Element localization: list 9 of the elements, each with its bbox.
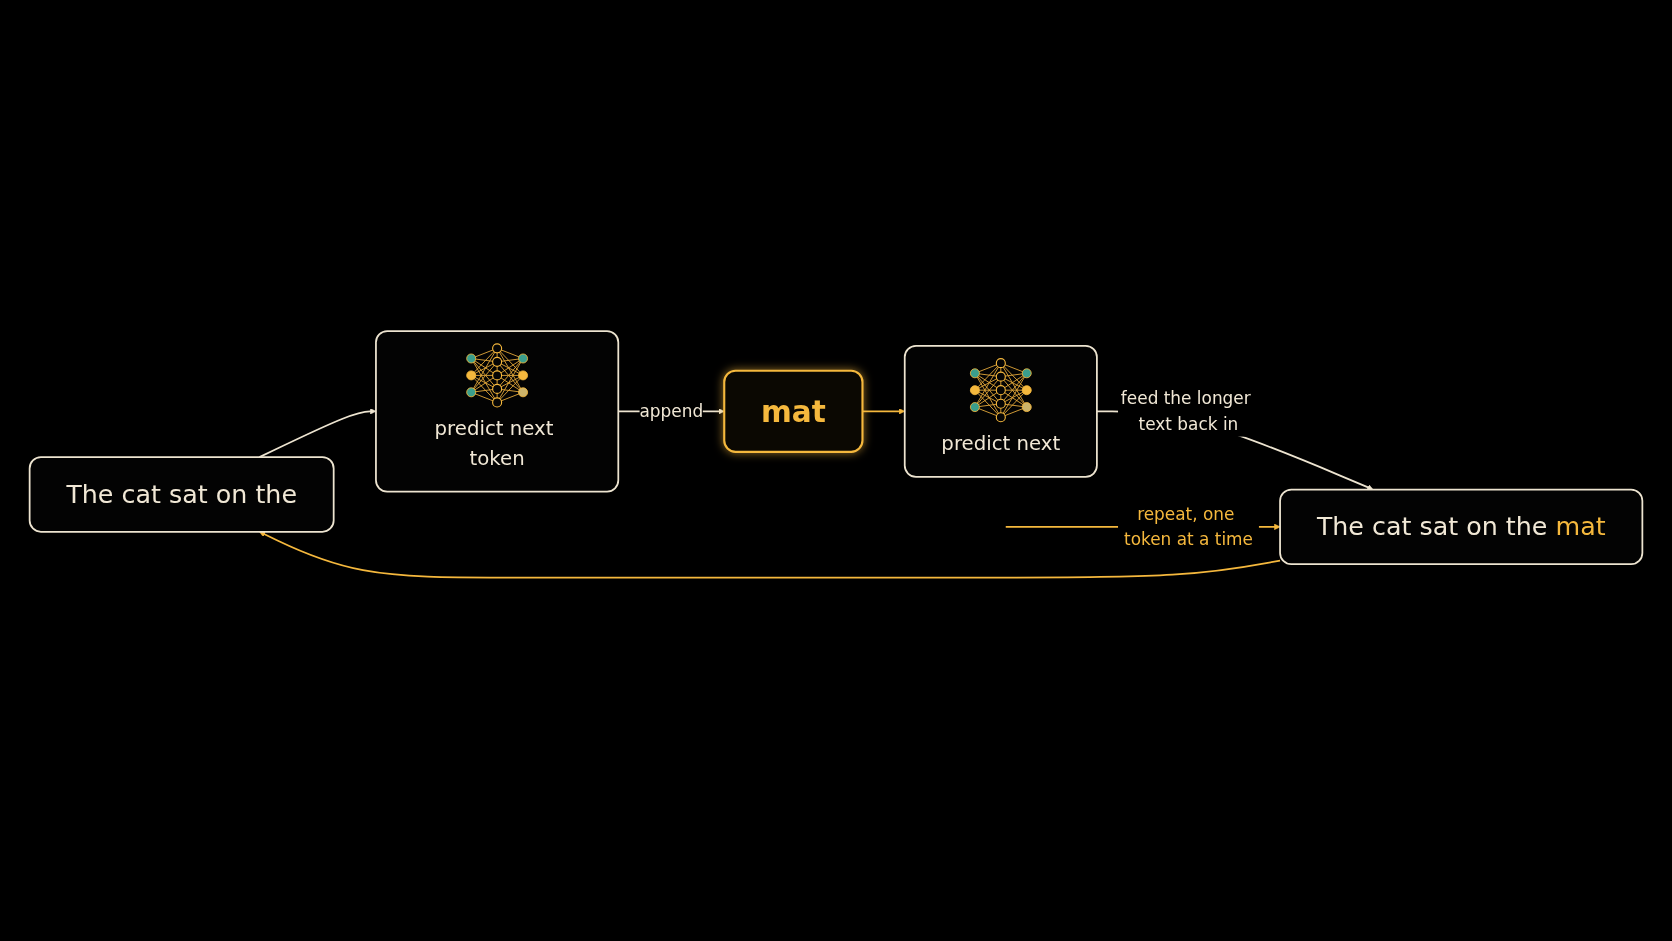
edge-label: feed the longer text back in [1120,388,1251,434]
node-box: predict next [903,344,1098,478]
arrow [259,531,1281,579]
node-box: predict next token [375,330,620,493]
node-box: The cat sat on the mat [1279,488,1644,566]
node-box: The cat sat on the [28,456,335,533]
node-box: mat [723,369,864,453]
edge-label: repeat, one token at a time [1124,504,1253,550]
edge-label: append [639,401,704,422]
